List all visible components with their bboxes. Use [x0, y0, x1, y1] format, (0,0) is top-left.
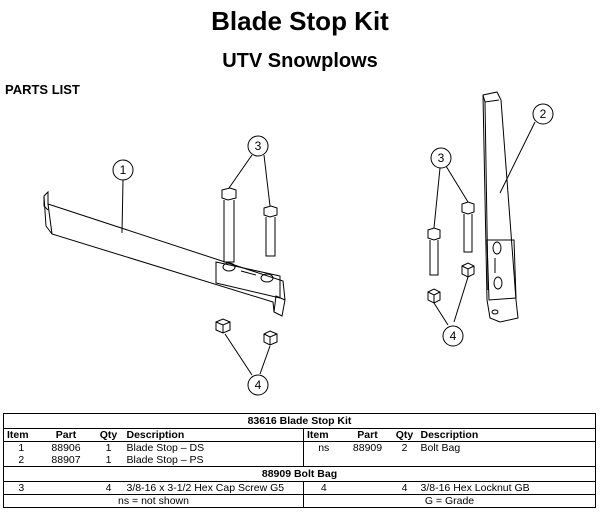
footer-ns-note: ns = not shown [3, 494, 304, 508]
kit-header: 83616 Blade Stop Kit [3, 413, 596, 429]
hex-locknut-right-a [427, 288, 441, 304]
callout-4-right-circle [442, 325, 464, 347]
bolt-bag-header: 88909 Bolt Bag [3, 466, 596, 482]
col-description-right: Description [417, 428, 596, 442]
callout-3-right-label: 3 [438, 151, 445, 165]
hex-cap-screw-left-b [263, 205, 278, 257]
callout-2-label: 2 [540, 107, 547, 121]
col-part: Part [38, 428, 94, 442]
parts-list-heading: PARTS LIST [5, 82, 80, 97]
hex-locknut-left-b [263, 330, 278, 346]
col-item-right: Item [303, 428, 344, 442]
callout-4-left-circle [247, 374, 269, 396]
hex-cap-screw-left-a [221, 187, 237, 263]
col-part-right: Part [343, 428, 392, 442]
hex-locknut-left-a [215, 318, 231, 334]
page-subtitle: UTV Snowplows [222, 50, 378, 72]
exploded-parts-drawing: 1 3 4 2 3 4 [43, 91, 554, 396]
callout-3-left-label: 3 [255, 139, 262, 153]
hex-locknut-right-b [461, 262, 475, 278]
callout-1-circle [112, 159, 134, 181]
page-title: Blade Stop Kit [211, 6, 389, 36]
col-qty-right: Qty [391, 428, 418, 442]
callout-1-label: 1 [120, 163, 127, 177]
table-row: 1 88906 1 Blade Stop – DS ns 88909 2 Bol… [3, 441, 596, 454]
footer-grade-note: G = Grade [303, 494, 596, 508]
callout-4-right-label: 4 [450, 329, 457, 343]
table-header-row: Item Part Qty Description Item Part Qty … [3, 428, 596, 442]
parts-table: 83616 Blade Stop Kit Item Part Qty Descr… [3, 413, 596, 508]
callout-3-right-circle [430, 147, 452, 169]
hex-cap-screw-right-b [461, 201, 475, 253]
table-footer-row: ns = not shown G = Grade [3, 494, 596, 508]
callout-3-left-circle [247, 135, 269, 157]
col-item: Item [3, 428, 39, 442]
table-row: 3 4 3/8-16 x 3-1/2 Hex Cap Screw G5 4 4 … [3, 481, 596, 495]
callout-4-left-label: 4 [255, 378, 262, 392]
hex-cap-screw-right-a [427, 227, 441, 276]
callout-2-circle [532, 103, 554, 125]
table-row: 2 88907 1 Blade Stop – PS [3, 454, 596, 467]
col-description: Description [123, 428, 304, 442]
blade-stop-ps-drawing [482, 91, 519, 323]
col-qty: Qty [93, 428, 124, 442]
blade-stop-ds-drawing [43, 190, 286, 317]
